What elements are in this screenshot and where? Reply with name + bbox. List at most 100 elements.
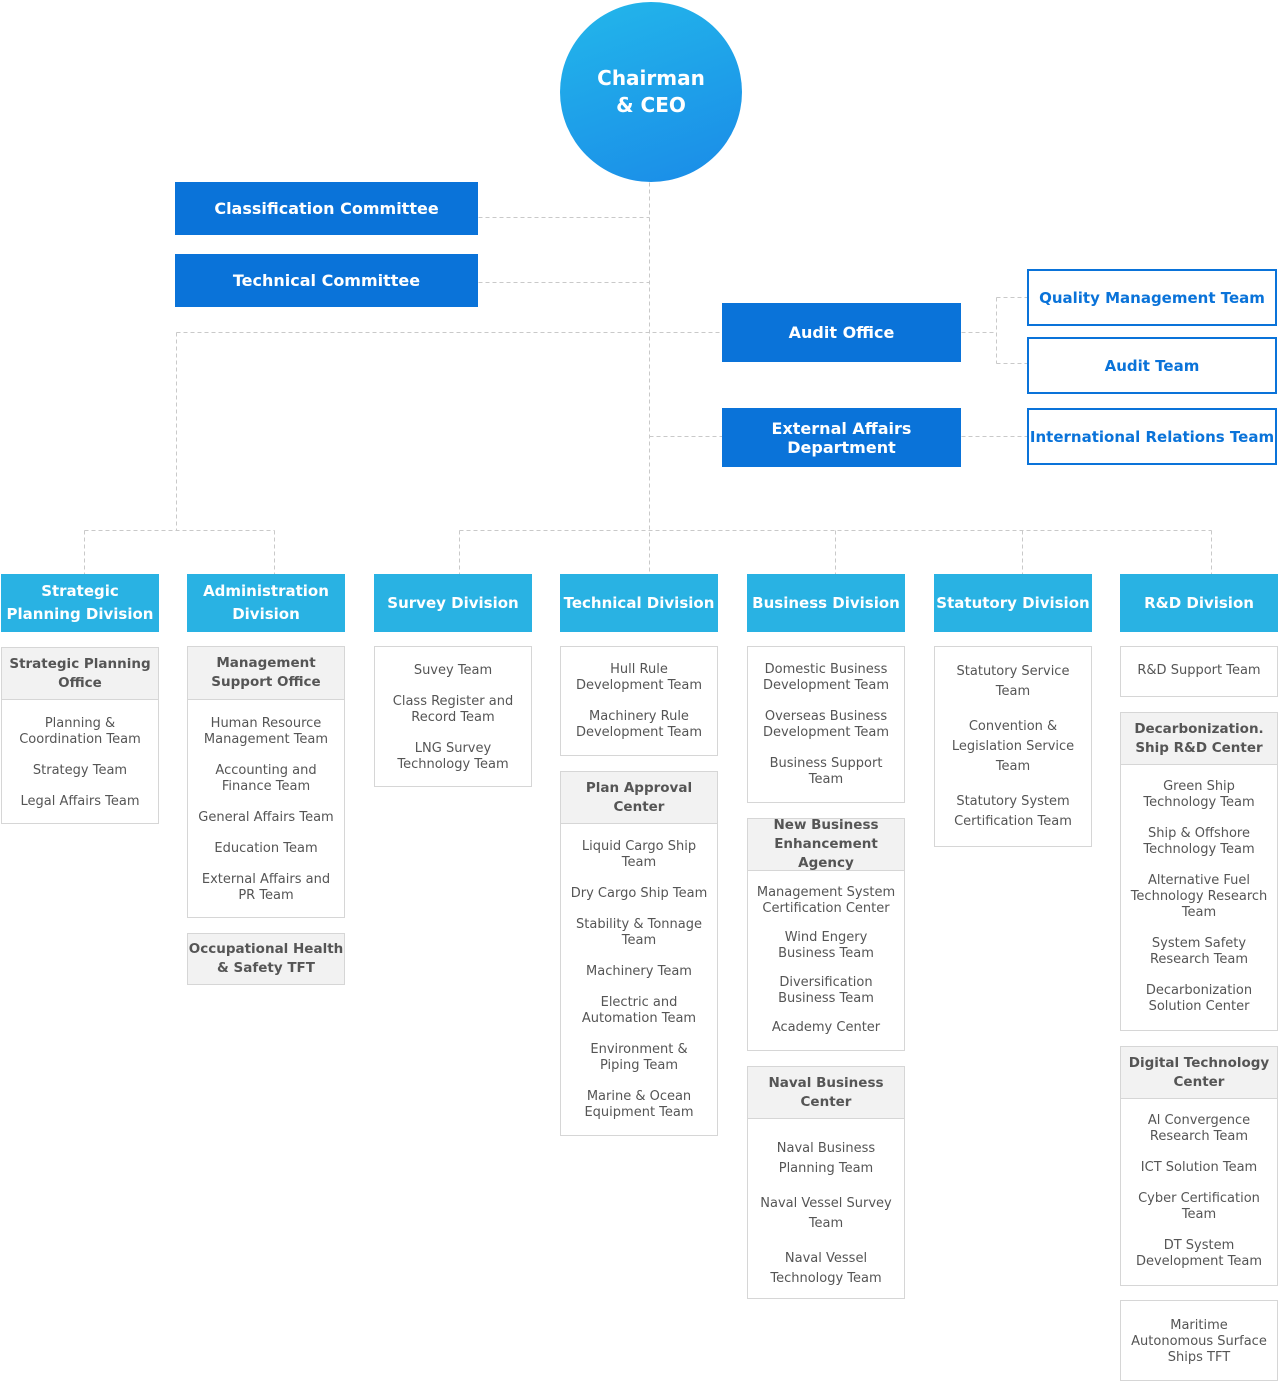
team-item: Ship & Offshore Technology Team <box>1143 826 1255 857</box>
division-header: R&D Division <box>1120 574 1278 632</box>
team-item: Strategy Team <box>32 763 128 778</box>
team-item: Naval Vessel Survey Team <box>760 1196 892 1231</box>
unit-block: R&D Support Team <box>1120 646 1278 697</box>
team-item: Statutory Service Team <box>956 664 1070 699</box>
technical-committee-box: Technical Committee <box>175 254 478 307</box>
chairman-ceo-node: Chairman & CEO <box>560 2 742 182</box>
division-header: Business Division <box>747 574 905 632</box>
unit-block-title: Plan Approval Center <box>561 772 717 824</box>
audit-office-box: Audit Office <box>722 303 961 362</box>
team-item: Maritime Autonomous Surface Ships TFT <box>1131 1318 1267 1365</box>
team-item: Planning & Coordination Team <box>19 716 141 747</box>
quality-management-team-box: Quality Management Team <box>1027 269 1277 326</box>
team-list: Maritime Autonomous Surface Ships TFT <box>1121 1301 1277 1366</box>
unit-block-title: Decarbonization.Ship R&D Center <box>1121 713 1277 765</box>
division-title-line: Statutory Division <box>936 593 1090 612</box>
team-item: ICT Solution Team <box>1140 1160 1258 1175</box>
team-item: Business Support Team <box>769 756 883 787</box>
team-item: Class Register and Record Team <box>392 694 514 725</box>
unit-block-title-line: New Business <box>773 817 879 833</box>
team-item: Dry Cargo Ship Team <box>570 886 708 901</box>
team-item: Overseas Business Development Team <box>762 709 889 740</box>
division-title-line: R&D Division <box>1144 593 1254 612</box>
team-item: Electric and Automation Team <box>581 995 697 1026</box>
team-item: Human Resource Management Team <box>203 716 329 747</box>
division-header: Statutory Division <box>934 574 1092 632</box>
unit-block-title-line: Plan Approval Center <box>585 779 693 815</box>
unit-block-title-line: Naval Business Center <box>768 1074 884 1110</box>
unit-block-title-line: Decarbonization. <box>1134 720 1264 737</box>
team-item: Stability & Tonnage Team <box>576 917 702 948</box>
audit-team-box: Audit Team <box>1027 337 1277 394</box>
unit-block-title-line: Strategic Planning <box>9 655 151 672</box>
unit-block-title: Naval Business Center <box>748 1067 904 1119</box>
team-item: External Affairs and PR Team <box>201 872 331 903</box>
team-item: Naval Business Planning Team <box>776 1141 876 1176</box>
team-item: Hull Rule Development Team <box>575 662 702 693</box>
division-title-line: Technical Division <box>563 593 715 612</box>
team-item: Green Ship Technology Team <box>1143 779 1255 810</box>
unit-block-title-line: Occupational Health <box>188 941 344 957</box>
team-list: R&D Support Team <box>1121 647 1277 679</box>
division-title-line: Strategic <box>41 582 119 600</box>
team-item: Management System Certification Center <box>756 885 896 916</box>
team-item: Machinery Rule Development Team <box>575 709 702 740</box>
team-item: Domestic Business Development Team <box>762 662 889 693</box>
classification-committee-box: Classification Committee <box>175 182 478 235</box>
unit-block-title-line: & Safety TFT <box>217 960 315 976</box>
unit-block-title: Occupational Health & Safety TFT <box>188 934 344 984</box>
unit-block: Occupational Health & Safety TFT <box>187 933 345 985</box>
team-item: Convention & Legislation Service Team <box>951 719 1075 774</box>
division-title-line: Division <box>232 605 300 623</box>
division-title-line: Administration <box>203 582 329 600</box>
team-item: Al Convergence Research Team <box>1147 1113 1251 1144</box>
unit-block-title-line: Enhancement Agency <box>774 836 878 871</box>
division-header: Survey Division <box>374 574 532 632</box>
unit-block-title-line: Office <box>58 674 102 691</box>
division-title-line: Planning Division <box>6 605 154 623</box>
team-item: Academy Center <box>771 1020 881 1035</box>
team-item: Diversification Business Team <box>778 975 874 1006</box>
team-item: Suvey Team <box>413 663 493 678</box>
team-item: Environment & Piping Team <box>590 1042 688 1073</box>
ceo-title: & CEO <box>616 93 686 117</box>
external-affairs-department-box: External Affairs Department <box>722 408 961 467</box>
team-item: Legal Affairs Team <box>20 794 140 809</box>
unit-block-title-line: Digital Technology <box>1128 1054 1270 1071</box>
team-item: General Affairs Team <box>198 810 334 825</box>
team-item: LNG Survey Technology Team <box>397 741 509 772</box>
team-item: Naval Vessel Technology Team <box>770 1251 882 1286</box>
division-title-line: Survey Division <box>387 593 519 612</box>
unit-block-title-line: Center <box>1173 1073 1225 1090</box>
unit-block: Maritime Autonomous Surface Ships TFT <box>1120 1300 1278 1381</box>
